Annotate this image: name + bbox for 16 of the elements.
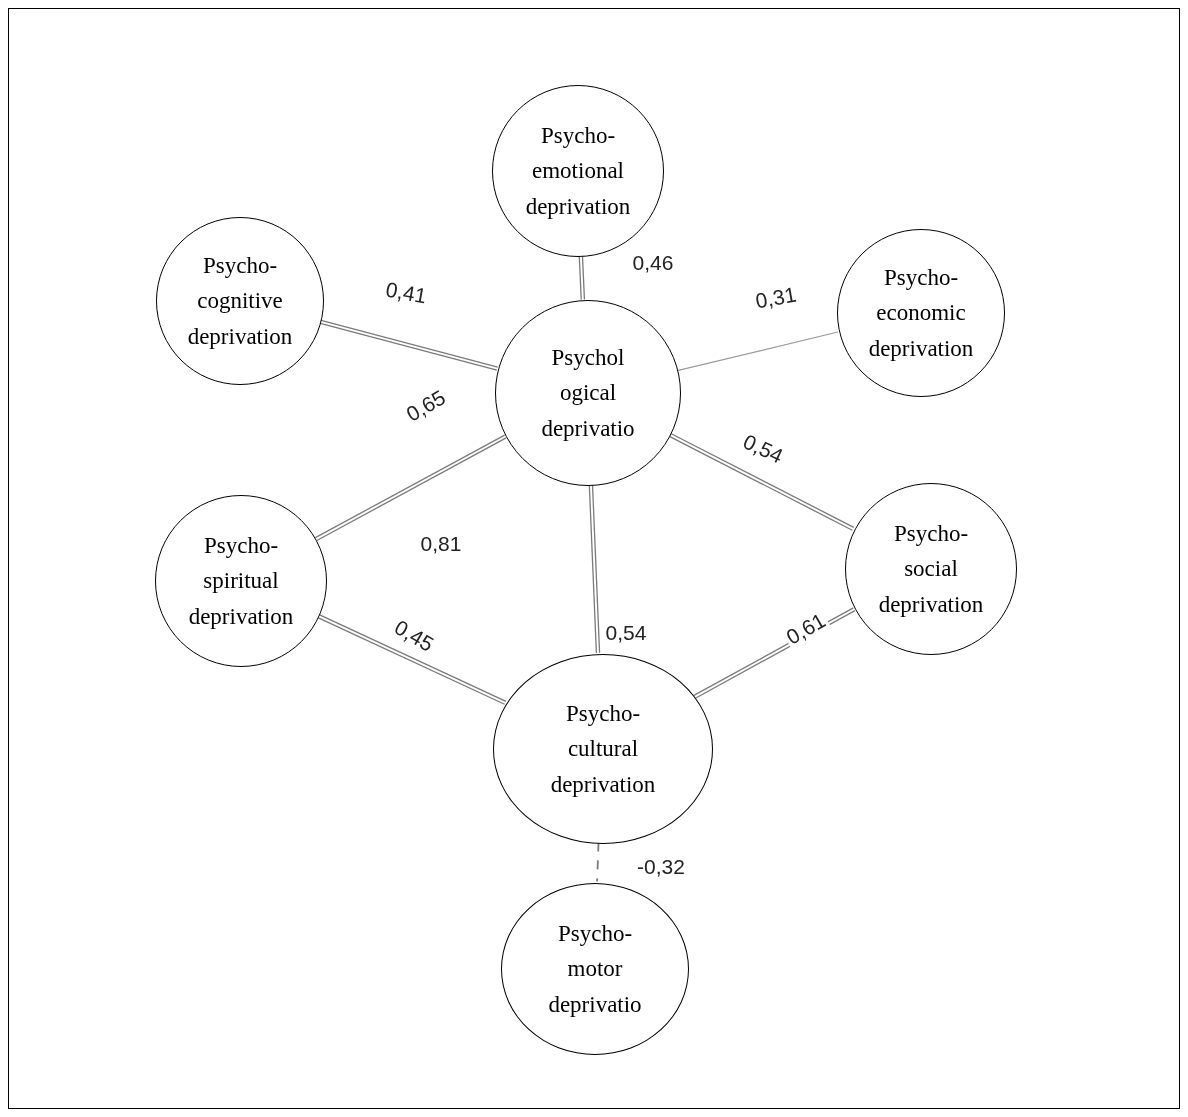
double-line-connector — [314, 434, 507, 542]
node-label: Psycho- spiritual deprivation — [187, 531, 295, 631]
double-line-connector — [588, 484, 601, 654]
double-line-connector — [578, 255, 586, 301]
node-label: Psycho- motor deprivatio — [547, 919, 643, 1019]
double-line-connector — [317, 614, 507, 705]
node-label: Psycho- cultural deprivation — [549, 699, 657, 799]
correlation-value: 0,81 — [420, 532, 462, 556]
node-label: Psycho- cognitive deprivation — [186, 251, 294, 351]
double-line-connector — [319, 319, 499, 371]
node-label: Psycho- economic deprivation — [867, 263, 975, 363]
node-label: Psycho- emotional deprivation — [524, 121, 632, 221]
node-label: Psycho- social deprivation — [877, 519, 985, 619]
connector-line — [676, 331, 839, 372]
double-line-connector — [668, 432, 855, 531]
node-label: Psychol ogical deprivatio — [540, 343, 636, 443]
